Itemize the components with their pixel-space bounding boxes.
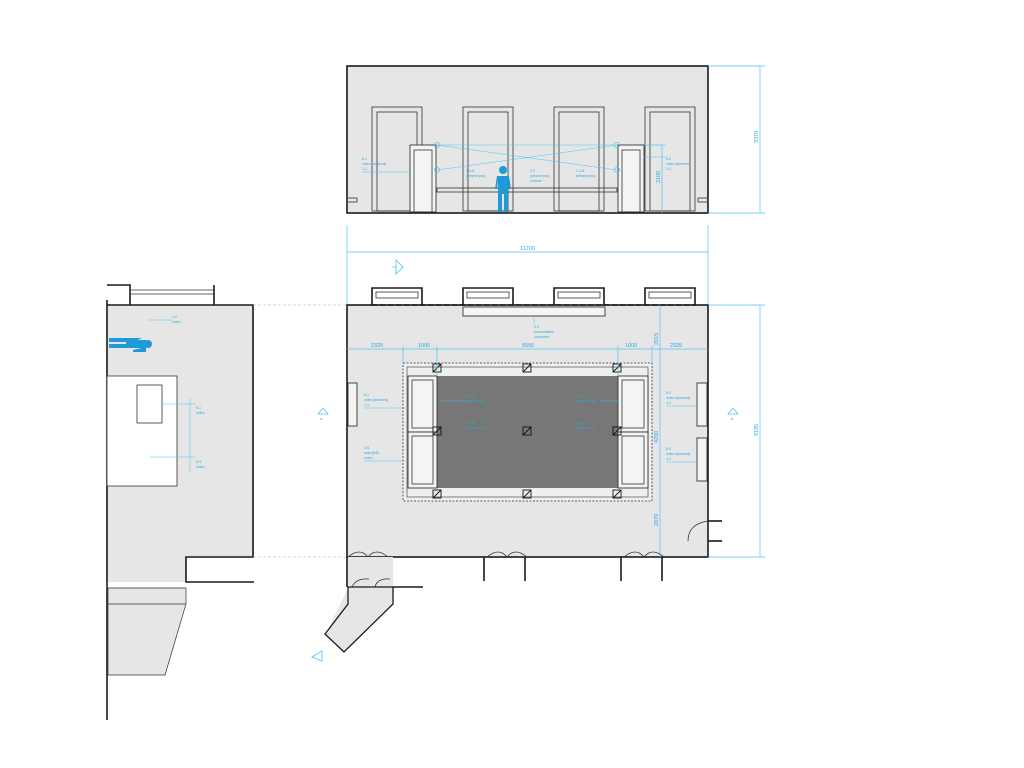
projector-marker	[614, 167, 620, 173]
annotation-text: video [screens]	[666, 162, 690, 166]
person-figure-icon	[109, 338, 152, 352]
annotation-text: 1.1-8	[576, 169, 584, 173]
elevation-screens	[409, 144, 645, 213]
annotation-text: 1.1-8	[576, 394, 584, 398]
annotation-text: presentation	[534, 330, 554, 334]
section-cabinet	[106, 375, 178, 487]
annotation-text: 2015	[654, 333, 660, 345]
elevation-wall-surface	[347, 66, 708, 213]
annotation-text: 1000	[418, 343, 430, 349]
annotation-text: 1:1	[362, 167, 367, 171]
annotation-text: 1:1	[666, 401, 671, 405]
wall-screen-right-bottom	[696, 437, 708, 482]
bottom-doors	[347, 520, 722, 581]
annotation-text: present proj.	[576, 174, 596, 178]
annotation-text: present proj.	[466, 174, 486, 178]
annotation-text: sofa [left]	[364, 451, 379, 455]
elevation-labels: 6.1 video [screens] 1:1 1.1-8 present pr…	[362, 156, 690, 183]
person-figure-icon	[495, 166, 511, 212]
annotation-text: 1:1	[364, 403, 369, 407]
plan-labels: 6.1 video [screens] 1:1 5.5 sofa [left] …	[364, 391, 697, 463]
annotation-text: present proj.	[530, 174, 550, 178]
annotation-text: 5550	[522, 343, 534, 349]
projector-marker	[614, 142, 620, 148]
annotation-text: 1.1-8	[466, 421, 474, 425]
projector-marker	[434, 142, 440, 148]
section-floor	[107, 305, 253, 582]
annotation-text: 1000	[625, 343, 637, 349]
annotation-text: 3370	[754, 131, 760, 143]
annotation-text: 2.2	[530, 169, 535, 173]
annotation-text: A	[731, 417, 734, 421]
annotation-text: video	[196, 411, 205, 415]
elevation-dimensions: 3370 2100	[644, 65, 765, 214]
projection-screen-area	[437, 376, 618, 488]
annotation-text: present proj.	[576, 426, 596, 430]
annotation-text: 1.1-8	[466, 394, 474, 398]
annotation-text: 1.1-8	[466, 169, 474, 173]
annotation-text: 1.0	[172, 315, 177, 319]
annotation-text: A	[320, 417, 323, 421]
plan-vertical-dimensions: 2015 4200 2070 9185	[654, 304, 765, 558]
annotation-text: video	[364, 456, 373, 460]
annotation-text: 1.1-8	[576, 421, 584, 425]
elevation-windows	[371, 106, 696, 212]
annotation-text: video [screens]	[364, 398, 388, 402]
elevation-view: 6.1 video [screens] 1:1 1.1-8 present pr…	[346, 65, 765, 214]
annotation-text: 6.1	[364, 393, 369, 397]
annotation-text: 2100	[656, 171, 662, 183]
section-marker-icon: A A	[311, 259, 739, 662]
wall-screen-left	[347, 382, 358, 427]
projector-markers	[432, 363, 622, 499]
section-labels: 1.0 video 6.1 video 5.3 video	[148, 315, 205, 472]
annotation-text: computer	[534, 335, 550, 339]
wall-screen-right-top	[696, 382, 708, 427]
projection-lines	[436, 144, 618, 171]
annotation-text: video [screens]	[362, 162, 386, 166]
annotation-text: video	[172, 320, 181, 324]
annotation-text: present proj.	[466, 426, 486, 430]
annotation-text: 6.2	[666, 391, 671, 395]
annotation-text: vertical	[530, 179, 542, 183]
annotation-text: 5.3	[196, 460, 201, 464]
elevation-outline	[346, 65, 709, 214]
annotation-text: 2325	[670, 343, 682, 349]
annotation-text: present proj.	[466, 399, 486, 403]
annotation-text: 5.5	[364, 446, 369, 450]
annotation-text: 2325	[371, 343, 383, 349]
section-view: 1.0 video 6.1 video 5.3 video	[106, 284, 347, 720]
annotation-text: 11700	[520, 246, 535, 252]
presentation-counter	[462, 306, 606, 317]
width-dimension: 11700	[346, 225, 709, 305]
section-ramp	[107, 587, 187, 676]
annotation-text: 6.3	[666, 447, 671, 451]
annotation-text: 6.1	[196, 406, 201, 410]
annotation-text: video [screens]	[666, 396, 690, 400]
annotation-text: 6.1	[362, 157, 367, 161]
annotation-text: 1:1	[666, 457, 671, 461]
annotation-text: 4200	[654, 431, 660, 443]
sofas	[407, 375, 649, 489]
entrance-corridor	[324, 557, 423, 653]
plan-view: 2.4 presentation computer	[311, 259, 765, 662]
annotation-text: 9185	[754, 424, 760, 436]
plan-row-dimensions: 2325 1000 5550 1000 2325	[347, 343, 708, 376]
annotation-text: 2070	[654, 514, 660, 526]
projector-marker	[434, 167, 440, 173]
elevation-counter	[436, 187, 618, 193]
window-bays	[371, 287, 696, 306]
annotation-text: present proj.	[576, 399, 596, 403]
annotation-text: video [screens]	[666, 452, 690, 456]
annotation-text: 6.2	[666, 157, 671, 161]
annotation-text: 2.4	[534, 325, 539, 329]
annotation-text: 1:1	[666, 167, 671, 171]
annotation-text: video	[196, 465, 205, 469]
